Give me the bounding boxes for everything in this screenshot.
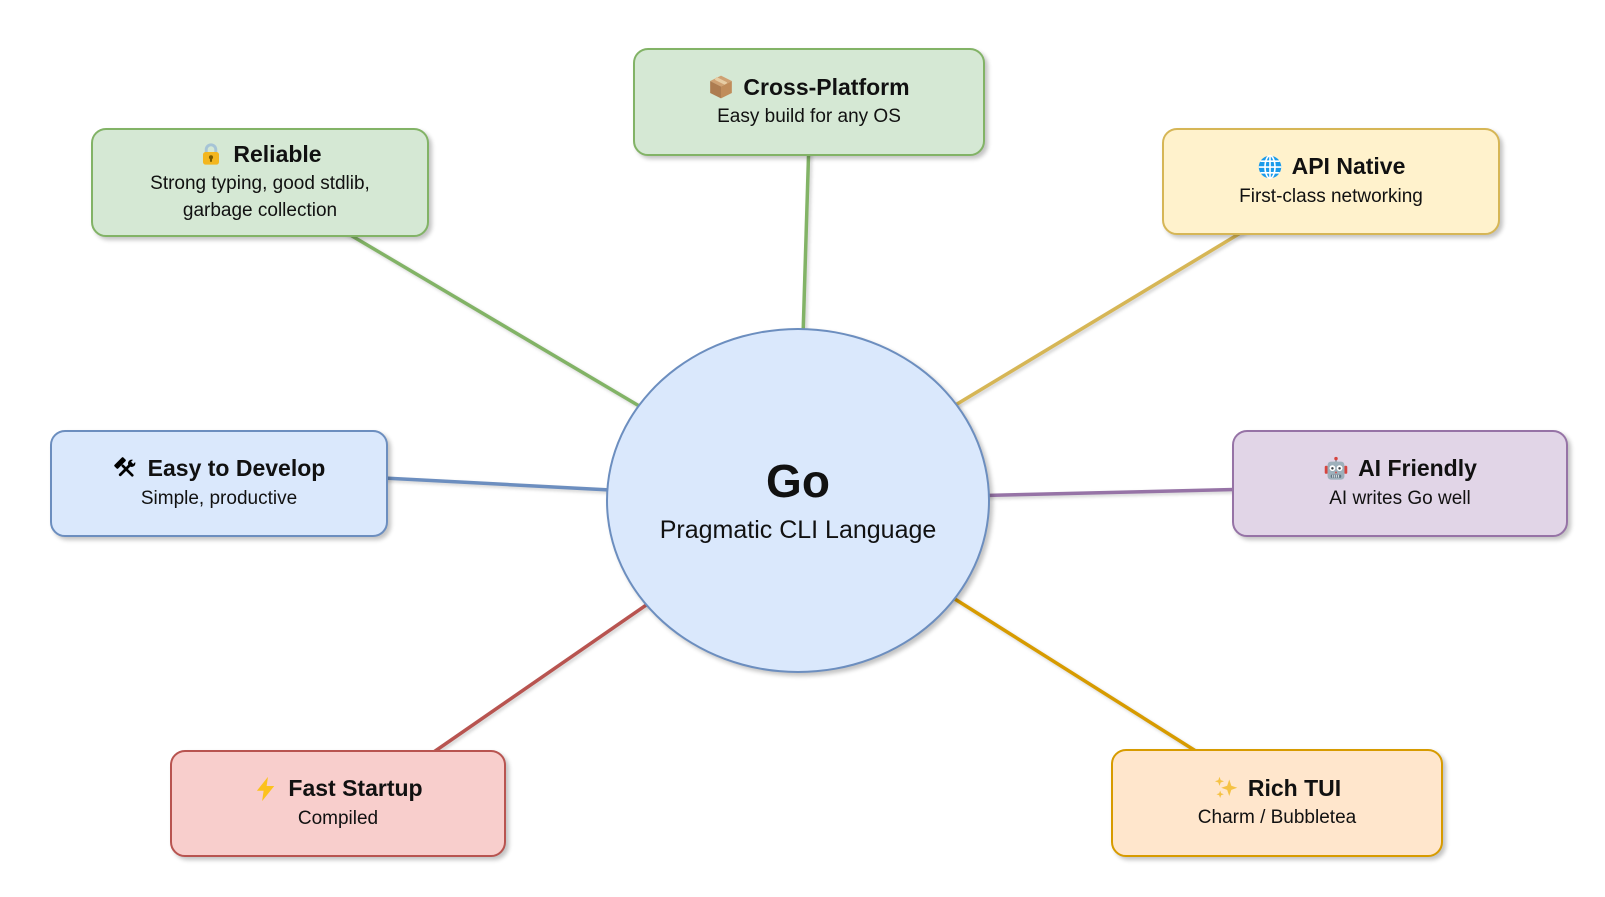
globe-icon xyxy=(1257,154,1283,180)
sparkles-icon xyxy=(1213,775,1239,801)
node-api-native: API Native First-class networking xyxy=(1162,128,1500,235)
node-reliable: Reliable Strong typing, good stdlib, gar… xyxy=(91,128,429,237)
node-description: Simple, productive xyxy=(140,487,298,509)
node-title-text: API Native xyxy=(1291,153,1406,180)
lock-icon xyxy=(198,141,224,167)
center-node-go: Go Pragmatic CLI Language xyxy=(606,328,990,673)
node-title-row: Fast Startup xyxy=(253,774,423,803)
node-title-text: AI Friendly xyxy=(1358,455,1477,482)
node-description: Easy build for any OS xyxy=(717,106,901,128)
node-title-text: Reliable xyxy=(233,140,322,167)
center-subtitle: Pragmatic CLI Language xyxy=(659,516,937,545)
node-title-row: Cross-Platform xyxy=(708,73,910,102)
node-title-text: Cross-Platform xyxy=(743,73,910,100)
node-description: First-class networking xyxy=(1239,185,1423,207)
node-title-row: Easy to Develop xyxy=(113,454,326,483)
node-description: Compiled xyxy=(297,807,379,829)
node-title-row: AI Friendly xyxy=(1323,454,1477,483)
lightning-icon xyxy=(253,776,279,802)
node-cross-platform: Cross-Platform Easy build for any OS xyxy=(633,48,985,156)
node-title-text: Fast Startup xyxy=(288,775,423,802)
node-fast-startup: Fast Startup Compiled xyxy=(170,750,506,857)
robot-icon xyxy=(1323,456,1349,482)
node-description: Charm / Bubbletea xyxy=(1197,807,1357,829)
node-ai-friendly: AI Friendly AI writes Go well xyxy=(1232,430,1568,537)
node-title-row: Rich TUI xyxy=(1213,774,1341,803)
node-easy-to-develop: Easy to Develop Simple, productive xyxy=(50,430,388,537)
node-title-text: Easy to Develop xyxy=(147,455,326,482)
node-description: AI writes Go well xyxy=(1329,487,1471,509)
node-title-row: Reliable xyxy=(198,140,322,169)
node-description: Strong typing, good stdlib, garbage coll… xyxy=(150,173,370,222)
package-icon xyxy=(708,74,734,100)
hammer-wrench-icon xyxy=(113,456,139,482)
center-title: Go xyxy=(766,454,830,507)
node-rich-tui: Rich TUI Charm / Bubbletea xyxy=(1111,749,1443,857)
node-title-row: API Native xyxy=(1257,152,1406,181)
node-title-text: Rich TUI xyxy=(1247,774,1342,801)
